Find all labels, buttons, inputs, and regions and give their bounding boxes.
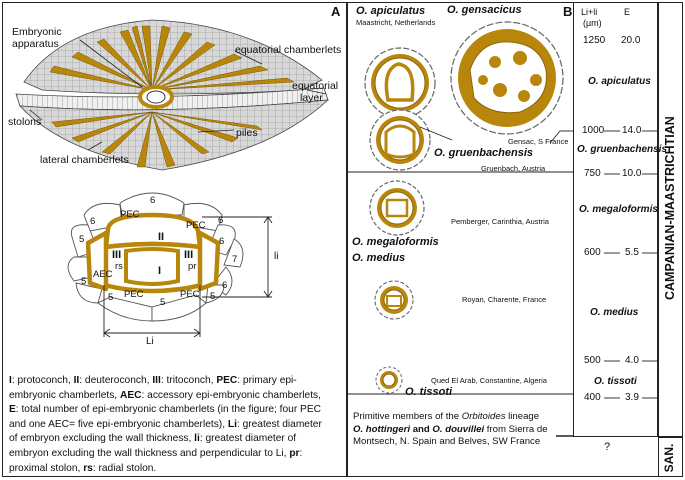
specimen-megaloformis	[369, 180, 425, 236]
emb-III-right: III	[184, 249, 194, 261]
scale-li-750: 750	[584, 168, 601, 179]
species-medius: O. medius	[352, 252, 406, 264]
scale-li-400: 400	[584, 392, 601, 403]
emb-III-left: III	[112, 249, 122, 261]
primitive-members-text: Primitive members of the Orbitoides line…	[353, 411, 548, 448]
emb-pec-br: PEC	[180, 289, 200, 300]
scale-e-600: 5.5	[625, 247, 639, 258]
col-li-header: Li+li	[581, 7, 598, 17]
species-megaloformis: O. megaloformis	[352, 236, 439, 248]
emb-pec-bl: PEC	[124, 289, 144, 300]
scale-species-megaloformis: O. megaloformis	[579, 204, 658, 215]
emb-n5-bl: 5	[81, 276, 87, 287]
emb-I: I	[158, 265, 162, 277]
species-gensacicus-loc: Gensac, S France	[508, 137, 569, 146]
species-megaloformis-loc: Pemberger, Carinthia, Austria	[451, 217, 549, 226]
scale-li-600: 600	[584, 247, 601, 258]
emb-n6-right: 6	[218, 215, 224, 226]
label-stolons: stolons	[8, 116, 42, 128]
label-equatorial: equatorial	[292, 80, 339, 92]
species-gruenbachensis-loc: Gruenbach, Austria	[481, 164, 546, 173]
stage-column-lower	[658, 437, 683, 477]
species-gensacicus: O. gensacicus	[447, 4, 522, 16]
scale-e-750: 10.0	[622, 168, 642, 179]
emb-n6-right2: 6	[219, 236, 225, 247]
panel-a	[2, 2, 347, 477]
emb-pr: pr	[188, 261, 197, 272]
emb-rs: rs	[115, 261, 123, 272]
species-apiculatus: O. apiculatus	[356, 5, 426, 17]
col-li-unit: (µm)	[583, 18, 602, 28]
species-gruenbachensis: O. gruenbachensis	[434, 147, 534, 159]
label-apparatus: apparatus	[12, 38, 59, 50]
emb-II: II	[158, 231, 165, 243]
label-layer: layer	[300, 92, 323, 104]
scale-species-apiculatus: O. apiculatus	[588, 76, 651, 87]
emb-Li: Li	[146, 336, 154, 347]
scale-species-medius: O. medius	[590, 307, 639, 318]
scale-e-1000: 14.0	[622, 125, 642, 136]
stage-column	[658, 2, 683, 437]
panel-b-letter: B	[563, 4, 573, 19]
scale-species-tissoti: O. tissoti	[594, 376, 637, 387]
scale-e-400: 3.9	[625, 392, 639, 403]
specimen-tissoti	[375, 366, 403, 394]
label-piles: piles	[236, 127, 258, 139]
emb-n7: 7	[232, 254, 238, 265]
emb-n5-left: 5	[79, 234, 85, 245]
scale-li-500: 500	[584, 355, 601, 366]
scale-question: ?	[604, 441, 611, 453]
emb-n6-bottom: 6	[222, 280, 228, 291]
emb-pec-tl: PEC	[120, 209, 140, 220]
species-medius-loc: Royan, Charente, France	[462, 295, 547, 304]
specimen-apiculatus	[364, 47, 436, 119]
emb-n6-left: 6	[90, 216, 96, 227]
specimen-gensacicus	[450, 21, 564, 135]
scale-e-1250: 20.0	[621, 35, 641, 46]
timeline-column	[573, 2, 658, 437]
emb-n5-mid: 5	[160, 297, 166, 308]
col-e-header: E	[624, 7, 631, 17]
emb-n6-top: 6	[150, 195, 156, 206]
legend-text: I: protoconch, II: deuteroconch, III: tr…	[9, 375, 322, 474]
scale-li-1250: 1250	[583, 35, 606, 46]
scale-li-1000: 1000	[582, 125, 605, 136]
emb-li: li	[274, 251, 279, 262]
emb-n5-bottom: 5	[108, 292, 114, 303]
emb-n5-br: 5	[210, 291, 216, 302]
embryon-schematic	[67, 192, 273, 338]
scale-species-gruenbachensis: O. gruenbachensis	[577, 144, 668, 155]
species-tissoti: O. tissoti	[405, 386, 453, 398]
scale-e-500: 4.0	[625, 355, 639, 366]
species-apiculatus-loc: Maastricht, Netherlands	[356, 18, 436, 27]
species-tissoti-loc: Qued El Arab, Constantine, Algeria	[431, 376, 547, 385]
label-embryonic: Embryonic	[12, 26, 62, 38]
label-equatorial-chamberlets: equatorial chamberlets	[235, 44, 342, 56]
label-lateral-chamberlets: lateral chamberlets	[40, 154, 129, 166]
test-3d-illustration	[15, 19, 330, 171]
specimen-medius	[374, 280, 414, 320]
specimen-gruenbachensis	[369, 109, 431, 171]
emb-pec-tr: PEC	[186, 220, 206, 231]
emb-aec: AEC	[93, 269, 113, 280]
panel-a-letter: A	[331, 4, 341, 19]
